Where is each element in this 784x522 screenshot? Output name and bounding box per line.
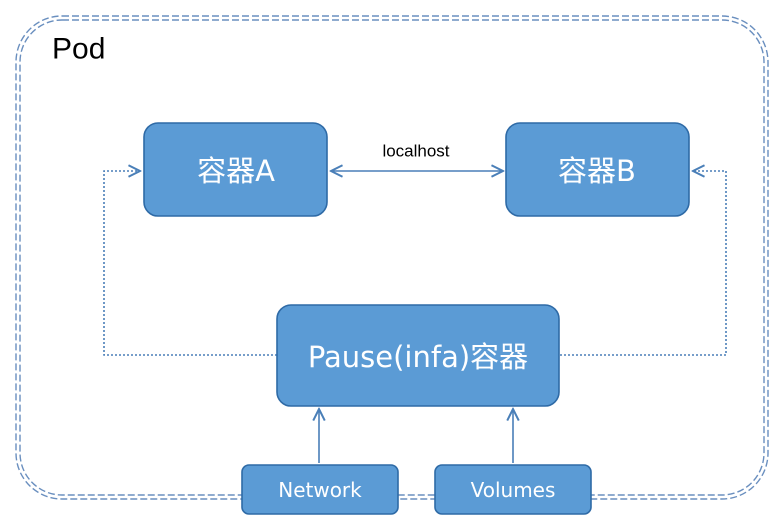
pause-to-container-b-link (560, 171, 727, 356)
pause-container-box: Pause(infa)容器 (276, 304, 560, 407)
pause-container-label: Pause(infa)容器 (308, 340, 528, 374)
pause-to-container-a-link (103, 171, 277, 356)
container-a-label: 容器A (197, 154, 275, 188)
volumes-box: Volumes (434, 464, 592, 515)
network-label: Network (278, 478, 362, 502)
pod-title: Pod (52, 33, 105, 66)
container-b-box: 容器B (505, 122, 690, 217)
container-a-box: 容器A (143, 122, 328, 217)
container-b-label: 容器B (558, 154, 636, 188)
pod-boundary (15, 15, 769, 500)
network-box: Network (241, 464, 399, 515)
localhost-label: localhost (382, 142, 449, 161)
volumes-label: Volumes (471, 478, 556, 502)
